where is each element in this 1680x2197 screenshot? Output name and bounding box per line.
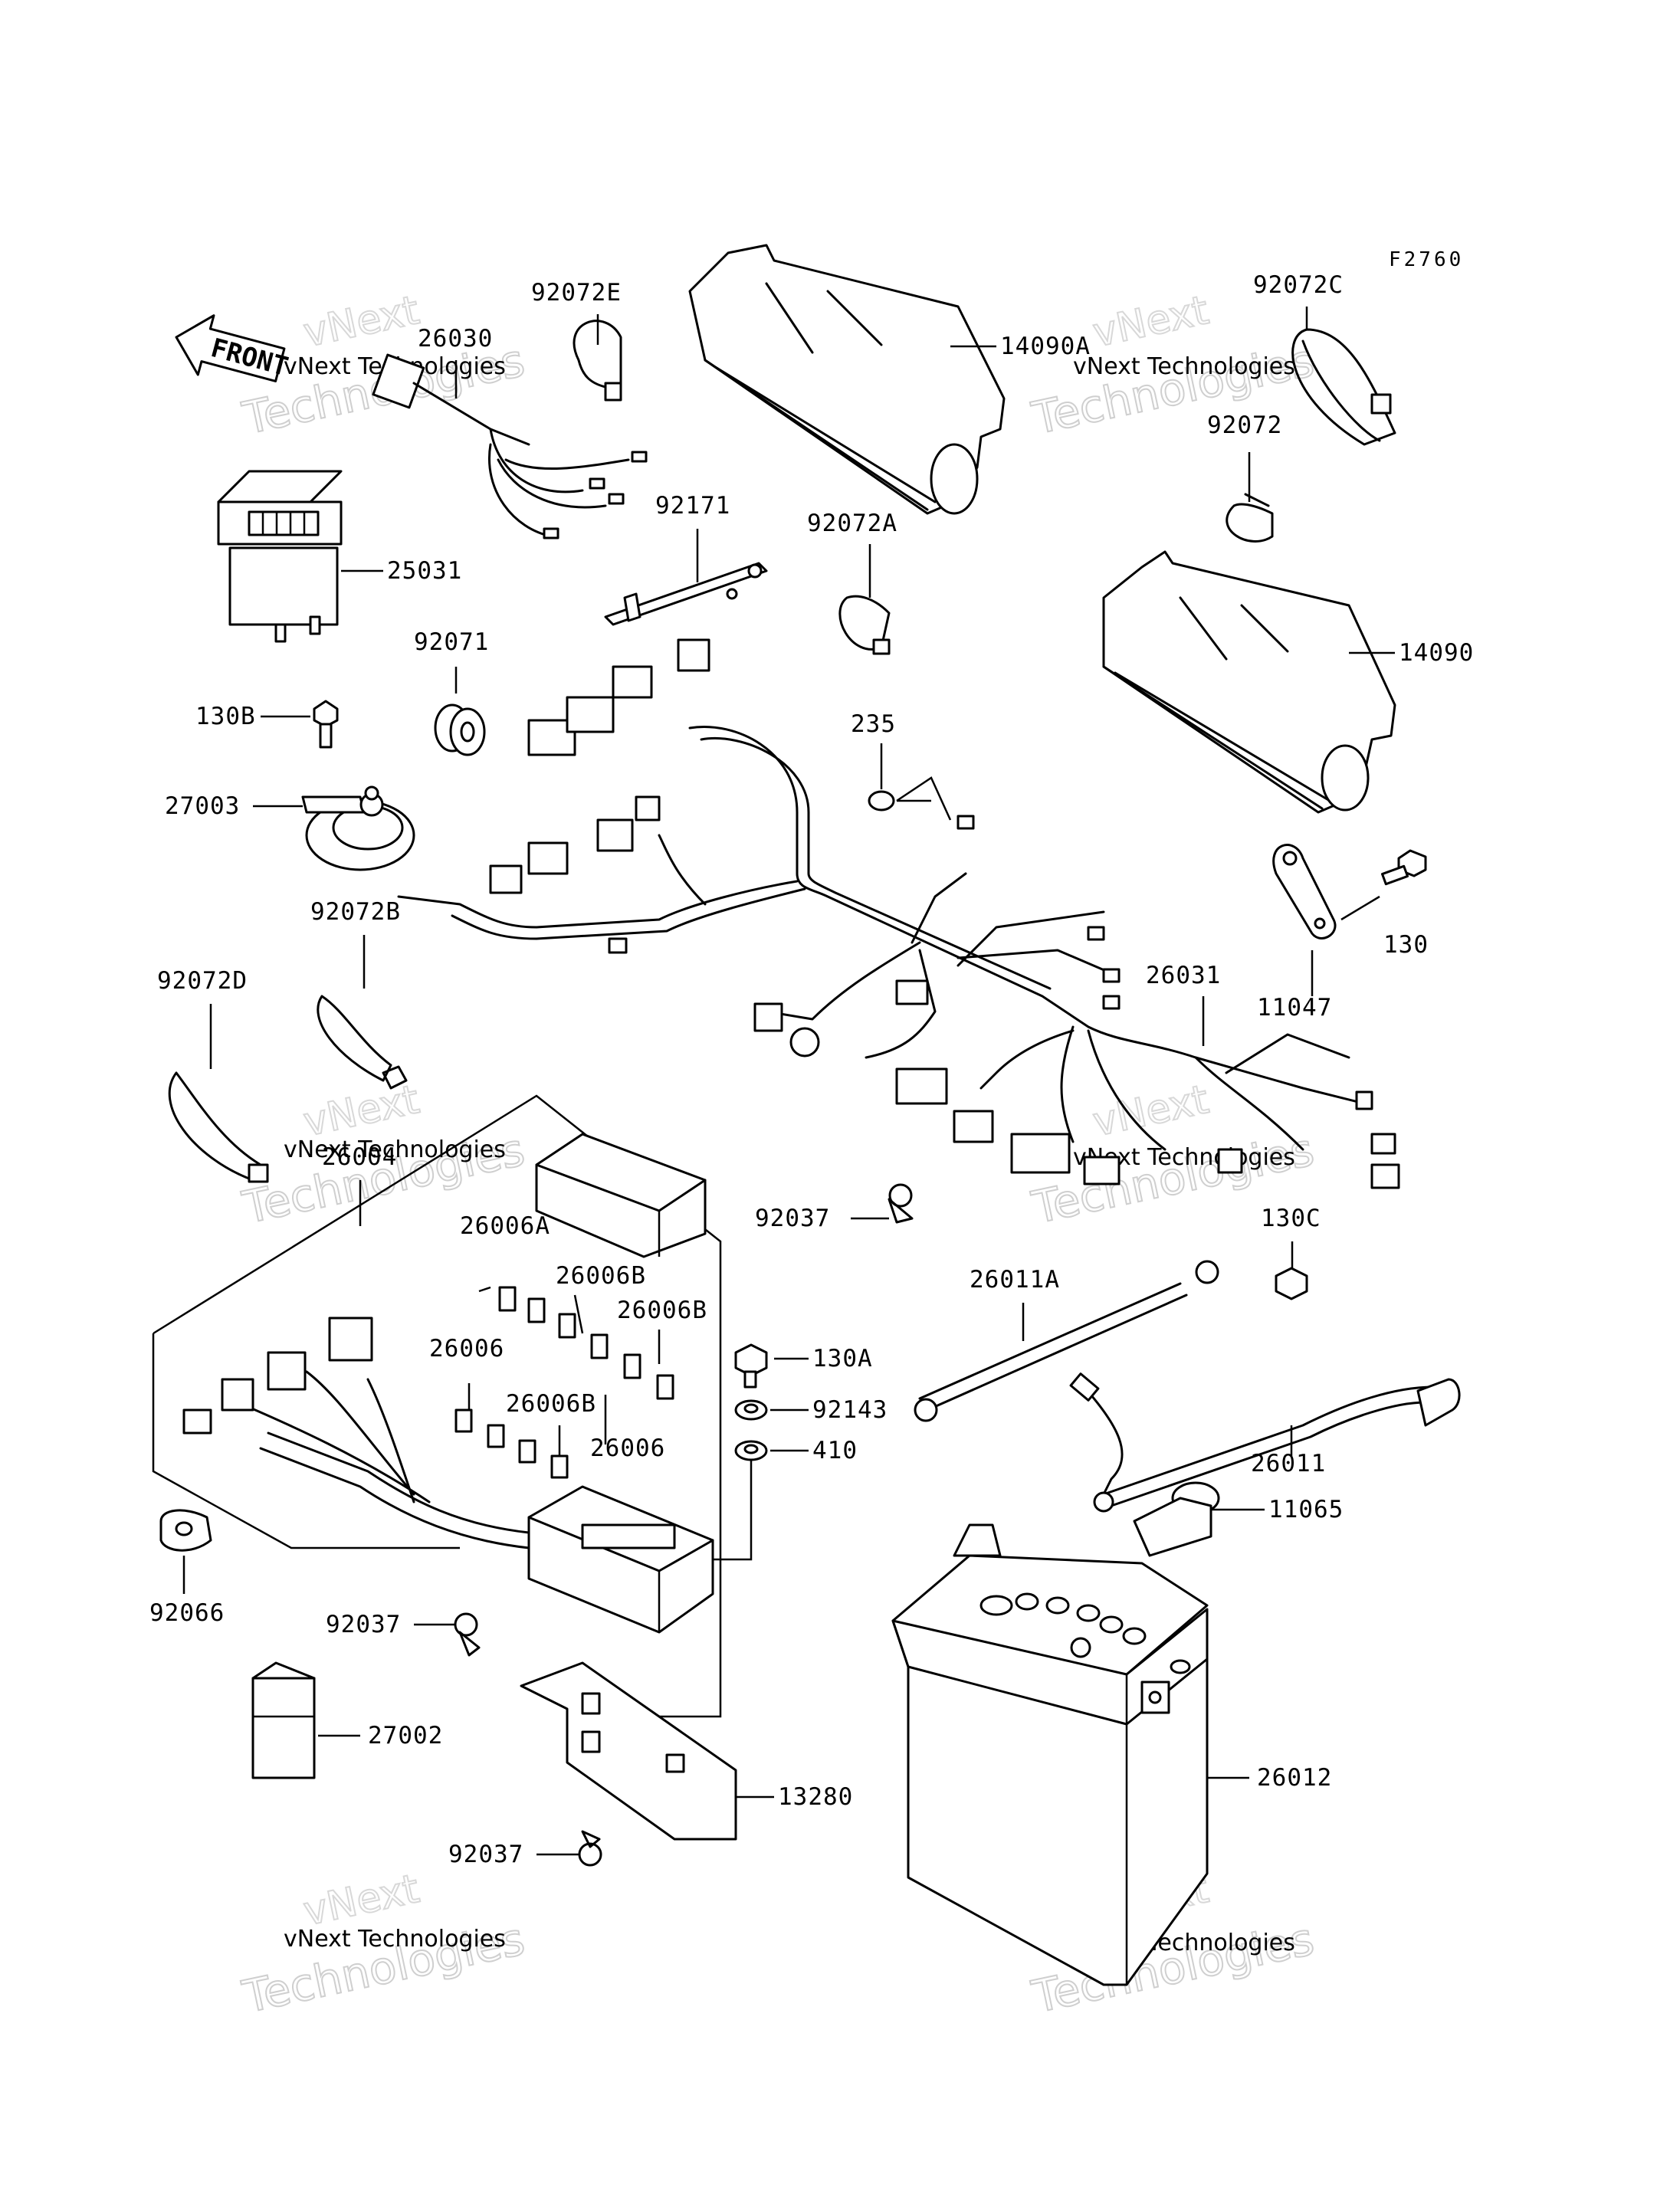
callout-label: 26006B <box>556 1262 646 1290</box>
callout-label: 235 <box>851 710 896 738</box>
relay-27002-icon <box>251 1661 316 1779</box>
hour-meter-25031-icon <box>217 470 343 643</box>
horn-27003-icon <box>301 785 415 871</box>
callout-label: 26006B <box>617 1297 707 1324</box>
watermark-vnext: vNext <box>1089 1077 1212 1146</box>
clamp-92072d-icon <box>168 1071 269 1183</box>
main-harness-26031-icon <box>397 638 1400 1189</box>
clamp-92072a-icon <box>838 595 891 655</box>
callout-label: 92072C <box>1253 271 1344 299</box>
washer-92143-icon <box>734 1399 768 1421</box>
sub-harness-26030-icon <box>372 353 648 539</box>
callout-label: 26031 <box>1146 962 1221 989</box>
callout-label: 11065 <box>1268 1496 1344 1523</box>
callout-label: 26006B <box>506 1390 596 1418</box>
grommet-92066-icon <box>159 1509 212 1552</box>
callout-label: 92072 <box>1207 412 1282 439</box>
watermark-text: vNext Technologies <box>284 1926 506 1953</box>
callout-label: 130 <box>1383 931 1429 959</box>
cover-14090-icon <box>1102 550 1396 814</box>
callout-label: 14090 <box>1399 639 1474 667</box>
battery-26012-icon <box>891 1523 1209 1986</box>
washer-410-icon <box>734 1440 768 1461</box>
callout-label: 92072A <box>807 510 897 537</box>
bolt-130c-icon <box>1275 1267 1308 1300</box>
clamp-92037-icon <box>578 1830 602 1867</box>
bolt-130a-icon <box>734 1343 768 1389</box>
callout-label: 92037 <box>755 1205 830 1232</box>
screw-235-icon <box>868 790 931 812</box>
callout-label: 92066 <box>149 1599 225 1627</box>
watermark-vnext: vNext <box>300 287 423 356</box>
watermark-text: vNext Technologies <box>284 1136 506 1163</box>
clamp-92037-icon <box>454 1612 481 1657</box>
callout-labels: 92072E 14090A 92072C 26030 25031 92072 9… <box>149 271 1474 1868</box>
callout-label: 27002 <box>368 1722 443 1749</box>
fuse-box-cover-26004-icon <box>535 1133 707 1258</box>
fuses-icon <box>454 1286 674 1479</box>
grommet-92071-icon <box>434 703 486 756</box>
battery-lead-26011a-icon <box>914 1260 1219 1422</box>
callout-label: 26006 <box>590 1435 665 1462</box>
callout-label: 92072D <box>157 967 248 995</box>
watermark-vnext: vNext <box>300 1866 423 1935</box>
clamp-92072b-icon <box>317 995 408 1090</box>
front-arrow-icon: FRONT <box>175 314 291 382</box>
callout-label: 26004 <box>322 1143 397 1171</box>
clamp-92037-icon <box>888 1183 914 1224</box>
callout-label: 13280 <box>778 1783 853 1811</box>
callout-label: 92037 <box>326 1611 401 1638</box>
bolt-130-icon <box>1381 849 1427 886</box>
battery-lead-26011-icon <box>1069 1372 1461 1513</box>
callout-label: 92072E <box>531 279 622 307</box>
clamp-92072c-icon <box>1291 328 1396 446</box>
fuse-box-26004-icon <box>182 1317 714 1634</box>
callout-label: 26006 <box>429 1335 504 1362</box>
callout-label: 92071 <box>414 628 489 656</box>
callout-label: 25031 <box>387 557 462 585</box>
bolt-130b-icon <box>313 700 339 749</box>
callout-label: 130B <box>195 703 256 730</box>
watermark-text: vNext Technologies <box>1073 353 1295 380</box>
watermark-vnext: vNext <box>1089 287 1212 356</box>
terminal-cover-11065-icon <box>1133 1481 1220 1557</box>
callout-label: 130A <box>812 1345 873 1372</box>
callout-label: 26030 <box>418 325 493 353</box>
figure-code: F2760 <box>1389 248 1464 271</box>
bracket-92171-icon <box>604 562 768 626</box>
bracket-13280-icon <box>520 1661 737 1841</box>
cover-14090a-icon <box>688 244 1006 515</box>
callout-label: 410 <box>812 1437 858 1464</box>
callout-label: 26011 <box>1251 1450 1326 1477</box>
callout-label: 26011A <box>970 1266 1060 1294</box>
watermark-vnext: vNext <box>300 1077 423 1146</box>
fuse-box-group-outline <box>152 1094 722 1718</box>
callout-label: 26006A <box>460 1212 550 1240</box>
callout-label: 92037 <box>448 1841 523 1868</box>
callout-label: 26012 <box>1257 1764 1332 1792</box>
leader-lines <box>182 307 1395 1856</box>
callout-label: 92143 <box>812 1396 888 1424</box>
callout-label: 92171 <box>655 492 730 520</box>
callout-label: 130C <box>1261 1205 1321 1232</box>
clamp-92072e-icon <box>573 320 622 402</box>
callout-label: 11047 <box>1257 994 1332 1021</box>
callout-label: 14090A <box>1000 333 1091 360</box>
bracket-11047-icon <box>1272 844 1337 939</box>
callout-label: 27003 <box>165 792 240 820</box>
callout-label: 92072B <box>310 898 401 926</box>
